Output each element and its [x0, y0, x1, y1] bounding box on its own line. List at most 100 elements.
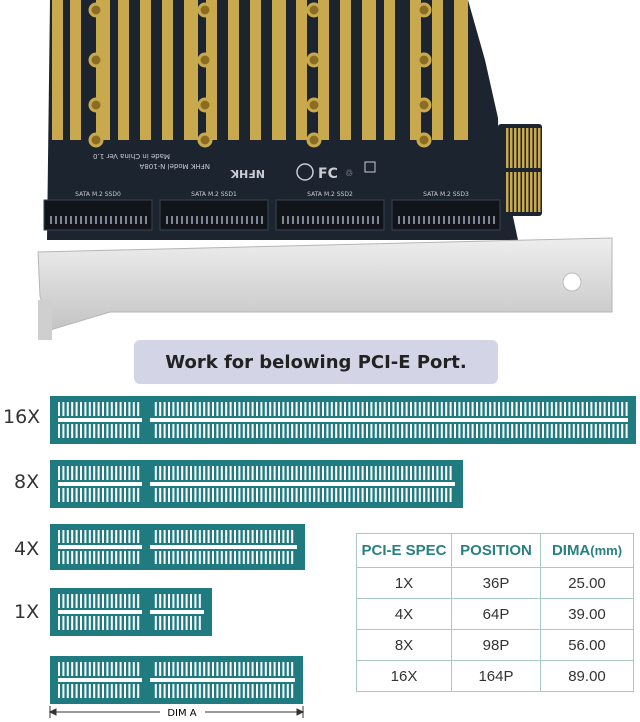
slot-label-4x: 4X [14, 538, 40, 560]
model-silkscreen: NFHK Model N-108A [139, 162, 210, 170]
gold-trace [70, 0, 81, 140]
mount-hole [88, 52, 104, 68]
gold-trace [432, 0, 443, 140]
gold-trace [140, 0, 151, 140]
brand-silkscreen: NFHK [230, 167, 265, 180]
m2-adapter-card-photo: NFHK NFHK Model N-108A Made in China Ver… [37, 0, 613, 340]
socket-label: SATA M.2 SSD1 [191, 191, 237, 198]
dim-a-label: DIM A [167, 708, 196, 719]
gold-trace [52, 0, 63, 140]
weee-mark [364, 161, 376, 173]
mount-hole [197, 97, 213, 113]
gold-trace [118, 0, 129, 140]
mount-hole [88, 2, 104, 18]
bracket-screw-hole [562, 272, 582, 292]
gold-trace [250, 0, 261, 140]
cell-spec: 1X [356, 567, 452, 599]
pcie-slot-outline [50, 460, 463, 508]
header-position: POSITION [451, 533, 541, 568]
m2-socket [159, 199, 269, 231]
gold-trace [184, 0, 198, 140]
edge-finger [526, 172, 529, 212]
mount-hole [306, 97, 322, 113]
edge-finger [530, 128, 533, 168]
table-row: 8X 98P 56.00 [356, 629, 634, 661]
mount-hole [197, 52, 213, 68]
cell-dima: 89.00 [540, 660, 634, 692]
edge-finger [538, 128, 541, 168]
cell-dima: 25.00 [540, 567, 634, 599]
made-in-silkscreen: Made in China Ver 1.0 [93, 152, 170, 160]
dim-a-marker [48, 706, 305, 718]
pcie-slots-diagram: DIM A [48, 396, 636, 719]
header-dima-unit: (mm) [590, 543, 623, 558]
pcie-slot-outline [50, 656, 303, 704]
mount-hole [416, 52, 432, 68]
gold-trace [362, 0, 376, 140]
edge-finger [530, 172, 533, 212]
cell-position: 36P [451, 567, 541, 599]
cell-position: 64P [451, 598, 541, 630]
edge-finger [518, 128, 521, 168]
pcie-slot-outline [50, 588, 212, 636]
gold-trace [384, 0, 395, 140]
mount-hole [197, 132, 213, 148]
socket-label: SATA M.2 SSD0 [75, 191, 121, 198]
edge-finger [518, 172, 521, 212]
slot-label-16x: 16X [3, 406, 41, 428]
table-header-row: PCI-E SPEC POSITION DIMA(mm) [356, 533, 634, 568]
gold-trace [454, 0, 468, 140]
gold-trace [296, 0, 307, 140]
mount-hole [88, 132, 104, 148]
edge-finger [514, 172, 517, 212]
mount-hole [306, 2, 322, 18]
edge-connector-fingers [506, 128, 541, 212]
gold-trace [96, 0, 110, 140]
pcie-spec-table: PCI-E SPEC POSITION DIMA(mm) 1X 36P 25.0… [356, 533, 634, 692]
gold-trace [272, 0, 286, 140]
mount-hole [88, 97, 104, 113]
pcie-slot-outline [50, 396, 636, 444]
cell-spec: 16X [356, 660, 452, 692]
mounting-holes [88, 2, 432, 148]
cell-spec: 4X [356, 598, 452, 630]
edge-finger [522, 172, 525, 212]
cell-position: 98P [451, 629, 541, 661]
mount-hole [197, 2, 213, 18]
cell-dima: 39.00 [540, 598, 634, 630]
cell-spec: 8X [356, 629, 452, 661]
header-dima-label: DIMA [551, 542, 591, 559]
edge-finger [534, 128, 537, 168]
cell-position: 164P [451, 660, 541, 692]
pcie-slot-outline [50, 524, 305, 570]
fcc-mark: FC [318, 166, 338, 182]
gold-trace [318, 0, 329, 140]
table-row: 1X 36P 25.00 [356, 567, 634, 599]
mount-hole [416, 97, 432, 113]
edge-finger [506, 128, 509, 168]
header-pcie-spec: PCI-E SPEC [356, 533, 452, 568]
table-row: 16X 164P 89.00 [356, 660, 634, 692]
edge-finger [538, 172, 541, 212]
header-dima: DIMA(mm) [540, 533, 634, 568]
socket-label: SATA M.2 SSD3 [423, 191, 469, 198]
gold-trace [410, 0, 421, 140]
m2-socket [43, 199, 153, 231]
mount-hole [416, 132, 432, 148]
metal-bracket [37, 237, 613, 331]
rohs-mark: ♲ [345, 169, 353, 179]
mount-hole [306, 52, 322, 68]
silkscreen: NFHK NFHK Model N-108A Made in China Ver… [93, 152, 376, 182]
compatibility-banner: Work for belowing PCI-E Port. [134, 340, 498, 384]
gold-trace [206, 0, 217, 140]
edge-finger [510, 172, 513, 212]
gold-trace [228, 0, 239, 140]
edge-finger [534, 172, 537, 212]
mount-hole [306, 132, 322, 148]
gold-trace [162, 0, 173, 140]
slot-label-1x: 1X [14, 601, 40, 623]
edge-finger [510, 128, 513, 168]
edge-finger [514, 128, 517, 168]
slot-label-8x: 8X [14, 471, 40, 493]
